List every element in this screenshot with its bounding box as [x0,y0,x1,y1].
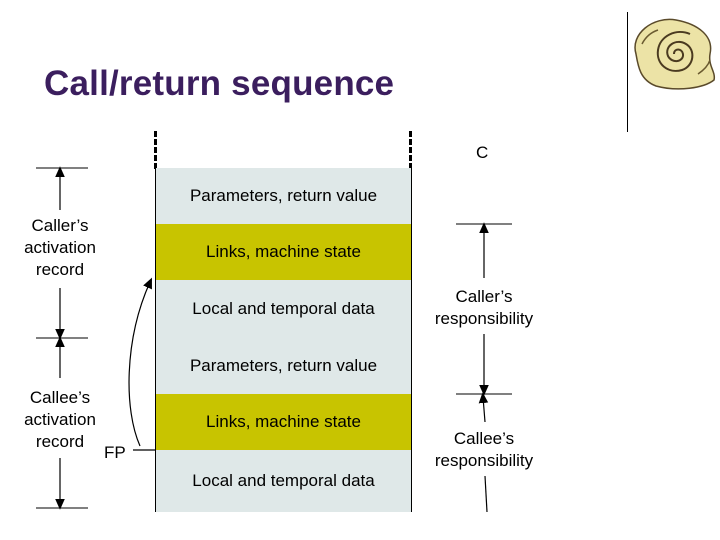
page-title: Call/return sequence [44,64,395,103]
caller-params-cell: Parameters, return value [155,168,412,224]
caller-record-label: Caller’s activation record [24,216,96,279]
fp-curved-arrow [128,277,152,447]
callee-params-cell: Parameters, return value [155,338,412,394]
caller-resp-label: Caller’s responsibility [434,287,534,328]
callee-links-cell: Links, machine state [155,394,412,450]
fp-label: FP [104,443,126,462]
stack-top-dash-right [409,131,412,169]
header-divider [627,12,628,132]
callee-record-label: Callee’s activation record [24,388,96,451]
caller-links-cell: Links, machine state [155,224,412,280]
spiral-scroll-icon [634,18,716,90]
top-label-c: C [476,143,489,162]
callee-resp-label: Callee’s responsibility [434,429,534,470]
callee-locals-cell: Local and temporal data [155,450,412,512]
caller-locals-cell: Local and temporal data [155,280,412,338]
callee-resp-down-line [484,475,488,513]
callee-resp-up-arrow [478,392,489,423]
stack-top-dash-left [154,131,157,169]
activation-stack: Parameters, return value Links, machine … [155,130,412,512]
